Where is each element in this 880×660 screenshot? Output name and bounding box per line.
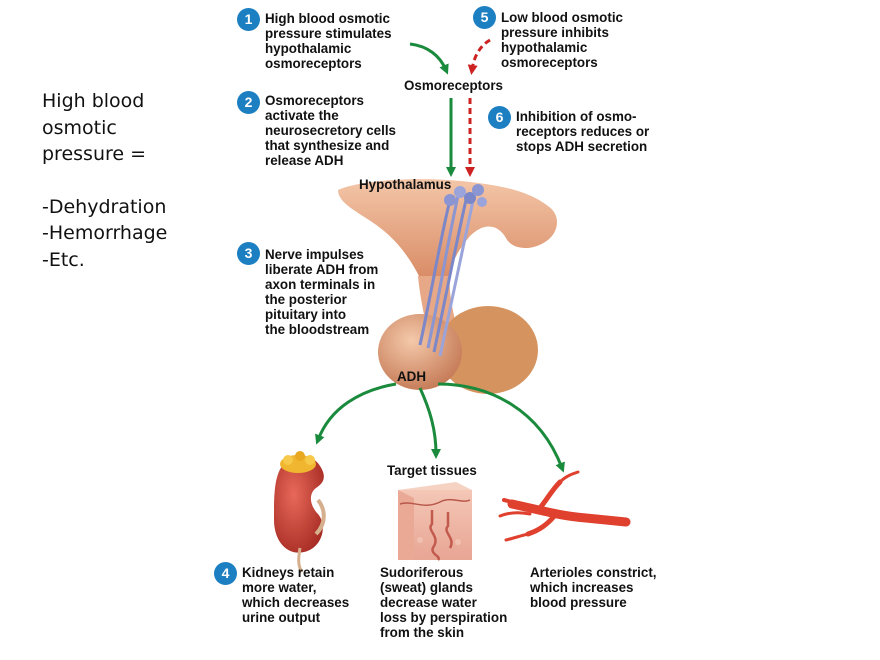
step-line: High blood osmotic (265, 11, 390, 26)
stimulate-arrow (409, 42, 449, 75)
arteriole-illustration (498, 470, 631, 542)
neurosecretory-axons (418, 184, 487, 357)
step-line: that synthesize and (265, 138, 390, 153)
outcome-line: blood pressure (530, 595, 627, 610)
adh-to-sweat-arrow (418, 387, 441, 459)
outcome-line: (sweat) glands (380, 580, 474, 595)
step-line: liberate ADH from (265, 262, 379, 277)
kidney-illustration (274, 451, 326, 573)
side-note-line: -Hemorrhage (42, 222, 168, 244)
side-note-spacer (42, 168, 232, 194)
step-2-badge: 2 (237, 91, 260, 114)
step-line: stops ADH secretion (516, 139, 648, 154)
step-1-badge: 1 (237, 8, 260, 31)
step-line: Low blood osmotic (501, 10, 623, 25)
step-1-text: High blood osmotic pressure stimulates h… (265, 11, 392, 71)
skin-block-illustration (398, 482, 472, 561)
step-line: Kidneys retain (242, 565, 335, 580)
hypothalamus-label: Hypothalamus (359, 177, 452, 192)
step-line: axon terminals in (265, 277, 376, 292)
step-line: receptors reduces or (516, 124, 650, 139)
step-6-text: Inhibition of osmo- receptors reduces or… (516, 109, 649, 154)
outcome-line: from the skin (380, 625, 465, 640)
step-5-text: Low blood osmotic pressure inhibits hypo… (501, 10, 623, 70)
adh-to-arteriole-arrow (437, 382, 565, 473)
step-line: pressure inhibits (501, 25, 609, 40)
step-2-text: Osmoreceptors activate the neurosecretor… (265, 93, 396, 168)
target-tissues-label: Target tissues (387, 463, 477, 478)
outcome-line: loss by perspiration (380, 610, 508, 625)
step-4-badge: 4 (214, 562, 237, 585)
step-line: which decreases (242, 595, 350, 610)
step-6-badge: 6 (488, 106, 511, 129)
step-line: urine output (242, 610, 321, 625)
anterior-pituitary (438, 306, 538, 394)
step-line: Osmoreceptors (265, 93, 364, 108)
side-note-line: High blood (42, 90, 145, 112)
arteriole-outcome-text: Arterioles constrict, which increases bl… (530, 565, 657, 610)
step-line: pituitary into (265, 307, 347, 322)
step-4-text: Kidneys retain more water, which decreas… (242, 565, 349, 625)
step-line: pressure stimulates (265, 26, 392, 41)
sweat-gland-outcome-text: Sudoriferous (sweat) glands decrease wat… (380, 565, 507, 640)
side-note-line: osmotic (42, 116, 117, 139)
outcome-line: decrease water (380, 595, 477, 610)
step-line: osmoreceptors (501, 55, 598, 70)
step-3-badge: 3 (237, 242, 260, 265)
step-line: more water, (242, 580, 317, 595)
step-line: Inhibition of osmo- (516, 109, 637, 124)
osmoreceptors-label: Osmoreceptors (404, 78, 503, 93)
adh-to-kidney-arrow (315, 382, 397, 445)
adh-label: ADH (397, 369, 427, 384)
step-line: Nerve impulses (265, 247, 364, 262)
side-note-line: -Dehydration (42, 195, 167, 218)
step-line: the bloodstream (265, 322, 370, 337)
side-note-line: -Etc. (42, 248, 85, 271)
step-line: hypothalamic (501, 40, 588, 55)
step-line: osmoreceptors (265, 56, 362, 71)
outcome-line: Arterioles constrict, (530, 565, 657, 580)
step-5-badge: 5 (473, 6, 496, 29)
hypothalamus-tissue (338, 179, 557, 278)
step-line: release ADH (265, 153, 344, 168)
step-line: hypothalamic (265, 41, 352, 56)
outcome-line: Sudoriferous (380, 565, 464, 580)
step-line: activate the (265, 108, 339, 123)
step-line: neurosecretory cells (265, 123, 396, 138)
outcome-line: which increases (530, 580, 634, 595)
side-note-line: pressure = (42, 143, 147, 165)
inhibit-arrow-top (467, 38, 491, 75)
step-line: the posterior (265, 292, 347, 307)
side-note: High blood osmotic pressure = -Dehydrati… (42, 88, 232, 273)
posterior-pituitary (378, 314, 462, 390)
step-3-text: Nerve impulses liberate ADH from axon te… (265, 247, 378, 337)
